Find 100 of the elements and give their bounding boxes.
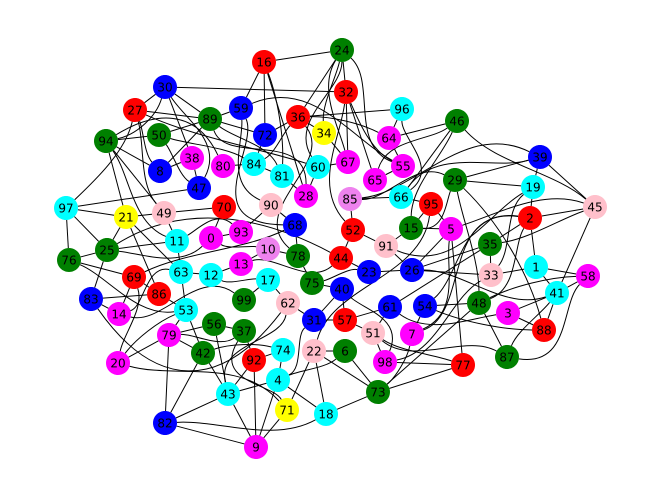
graph-node: 70: [212, 195, 236, 219]
edge-line: [225, 326, 233, 329]
edge-line: [275, 288, 281, 294]
edge-line: [275, 122, 288, 130]
edge-line: [386, 310, 470, 385]
edge-line: [267, 72, 303, 186]
edge-line: [264, 74, 266, 124]
edge-line: [350, 58, 392, 162]
edge-line: [518, 284, 580, 360]
graph-node: 80: [211, 154, 235, 178]
edge-line: [174, 93, 201, 113]
edge-line: [168, 127, 202, 163]
edge-line: [323, 284, 331, 288]
edge-line: [117, 98, 162, 140]
edge-line: [535, 168, 538, 176]
edge-line: [394, 254, 404, 262]
edge-line: [214, 344, 272, 350]
edge-line: [108, 152, 124, 206]
edge-line: [378, 128, 448, 169]
edge-line: [422, 228, 440, 230]
edge-line: [490, 228, 524, 300]
edge-line: [434, 215, 519, 299]
edge-line: [178, 252, 180, 261]
edge-line: [336, 396, 368, 410]
edge-line: [489, 276, 577, 298]
edge-line: [394, 148, 398, 156]
edge-line: [118, 242, 166, 249]
edge-line: [129, 366, 280, 402]
edge-line: [288, 358, 337, 376]
edge-line: [416, 316, 420, 324]
edge-line: [518, 318, 534, 326]
edge-line: [180, 334, 235, 342]
edge-line: [168, 300, 176, 304]
edge-line: [275, 51, 331, 61]
graph-node: 71: [275, 398, 299, 422]
edge-line: [316, 215, 430, 340]
edge-line: [422, 240, 450, 330]
edge-line: [251, 254, 258, 259]
edge-line: [252, 259, 332, 274]
graph-node: 47: [187, 176, 211, 200]
edge-line: [176, 86, 334, 92]
edge-line: [180, 326, 203, 333]
graph-node: 17: [256, 268, 280, 292]
edge-line: [355, 324, 363, 328]
edge-line: [234, 164, 243, 166]
graph-node: 7: [400, 322, 424, 346]
graph-node: 91: [374, 234, 398, 258]
graph-node: 48: [467, 291, 491, 315]
edge-line: [175, 398, 218, 418]
edge-line: [502, 268, 525, 274]
graph-node: 46: [445, 109, 469, 133]
graph-node: 92: [242, 348, 266, 372]
edge-line: [74, 121, 133, 200]
edge-line: [305, 62, 342, 158]
edge-line: [117, 136, 148, 140]
edge-line: [463, 188, 542, 319]
edge-line: [170, 363, 198, 413]
edge-line: [128, 340, 159, 358]
edge-line: [176, 419, 316, 431]
edge-line: [466, 160, 529, 178]
edge-line: [215, 218, 220, 228]
edge-line: [541, 208, 584, 216]
graph-node: 35: [478, 232, 502, 256]
edge-line: [94, 260, 104, 288]
edge-line: [561, 217, 591, 283]
edge-line: [352, 360, 371, 384]
edge-line: [567, 281, 578, 288]
graph-node: 95: [419, 192, 443, 216]
graph-node: 96: [390, 97, 414, 121]
edge-line: [350, 296, 393, 352]
edge-line: [422, 216, 519, 331]
edge-line: [143, 283, 150, 288]
edge-line: [139, 120, 152, 163]
edge-line: [130, 228, 155, 284]
edge-line: [276, 126, 312, 249]
edge-line: [408, 160, 529, 188]
edge-line: [342, 61, 346, 81]
edge-line: [401, 120, 422, 190]
edge-line: [190, 320, 200, 342]
graph-node: 86: [147, 282, 171, 306]
graph-node: 94: [94, 129, 118, 153]
edge-line: [264, 168, 272, 172]
graph-node: 60: [306, 155, 330, 179]
graph-node: 30: [153, 75, 177, 99]
graph-node: 87: [495, 345, 519, 369]
graph-node: 27: [123, 98, 147, 122]
edge-line: [400, 123, 446, 136]
edge-line: [380, 270, 401, 272]
edge-line: [220, 244, 257, 248]
graph-node: 88: [532, 318, 556, 342]
edge-line: [328, 60, 346, 151]
graph-node: 41: [545, 281, 569, 305]
edge-line: [329, 103, 346, 222]
edge-line: [254, 372, 256, 436]
edge-line: [77, 189, 188, 207]
edge-line: [263, 418, 280, 438]
edge-line: [326, 350, 334, 352]
edge-line: [408, 130, 450, 188]
graph-node: 25: [95, 238, 119, 262]
edge-line: [351, 262, 359, 268]
